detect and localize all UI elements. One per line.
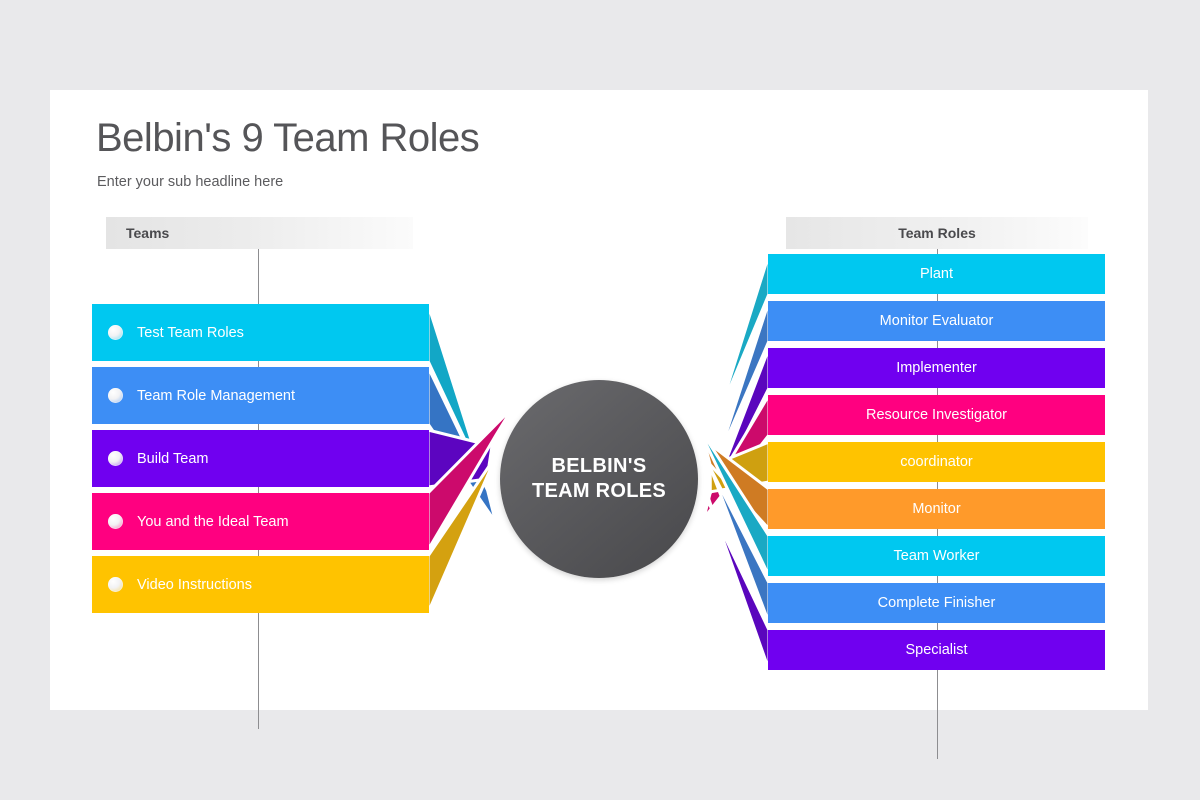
bullet-icon: [108, 325, 123, 340]
team-bar[interactable]: You and the Ideal Team: [92, 493, 429, 550]
team-bar-label: Test Team Roles: [137, 324, 244, 341]
team-bar[interactable]: Build Team: [92, 430, 429, 487]
role-bar-label: Team Worker: [893, 548, 980, 564]
bullet-icon: [108, 388, 123, 403]
role-bar-label: Resource Investigator: [865, 407, 1008, 423]
role-bar-label: Plant: [919, 266, 954, 282]
role-bar[interactable]: Monitor: [768, 489, 1105, 529]
role-bar-label: Monitor: [912, 501, 961, 517]
role-connector: [646, 253, 771, 583]
page-title: Belbin's 9 Team Roles: [96, 116, 480, 160]
roles-column-header: Team Roles: [786, 217, 1088, 249]
role-connector: [689, 347, 771, 544]
role-bar[interactable]: Team Worker: [768, 536, 1105, 576]
role-bar-label: coordinator: [900, 454, 973, 470]
bullet-icon: [108, 577, 123, 592]
role-bar[interactable]: Resource Investigator: [768, 395, 1105, 435]
team-bar-label: Build Team: [137, 450, 209, 467]
center-hub-disc: BELBIN'S TEAM ROLES: [500, 380, 698, 578]
role-bar[interactable]: coordinator: [768, 442, 1105, 482]
team-bar-label: You and the Ideal Team: [137, 513, 289, 530]
team-bar[interactable]: Test Team Roles: [92, 304, 429, 361]
role-bar[interactable]: Specialist: [768, 630, 1105, 670]
bullet-icon: [108, 514, 123, 529]
slide-card: Belbin's 9 Team Roles Enter your sub hea…: [50, 90, 1148, 759]
teams-column-header-label: Teams: [126, 225, 170, 241]
role-bar[interactable]: Complete Finisher: [768, 583, 1105, 623]
team-bar[interactable]: Team Role Management: [92, 367, 429, 424]
role-bar-label: Complete Finisher: [877, 595, 996, 611]
right-connector-group: [646, 253, 771, 671]
role-bar[interactable]: Implementer: [768, 348, 1105, 388]
roles-column-header-label: Team Roles: [898, 225, 976, 241]
team-bar-label: Team Role Management: [137, 387, 295, 404]
role-bar-label: Implementer: [896, 360, 977, 376]
center-hub-label: BELBIN'S TEAM ROLES: [531, 455, 667, 502]
team-bar[interactable]: Video Instructions: [92, 556, 429, 613]
role-bar-label: Specialist: [905, 642, 968, 658]
left-guide-line: [258, 249, 259, 729]
teams-column-header: Teams: [106, 217, 413, 249]
role-bar[interactable]: Plant: [768, 254, 1105, 294]
role-bar[interactable]: Monitor Evaluator: [768, 301, 1105, 341]
center-hub[interactable]: BELBIN'S TEAM ROLES: [488, 368, 710, 590]
role-bar-label: Monitor Evaluator: [879, 313, 994, 329]
page-subtitle: Enter your sub headline here: [97, 174, 284, 190]
bullet-icon: [108, 451, 123, 466]
team-bar-label: Video Instructions: [137, 576, 252, 593]
role-connector: [671, 300, 771, 565]
